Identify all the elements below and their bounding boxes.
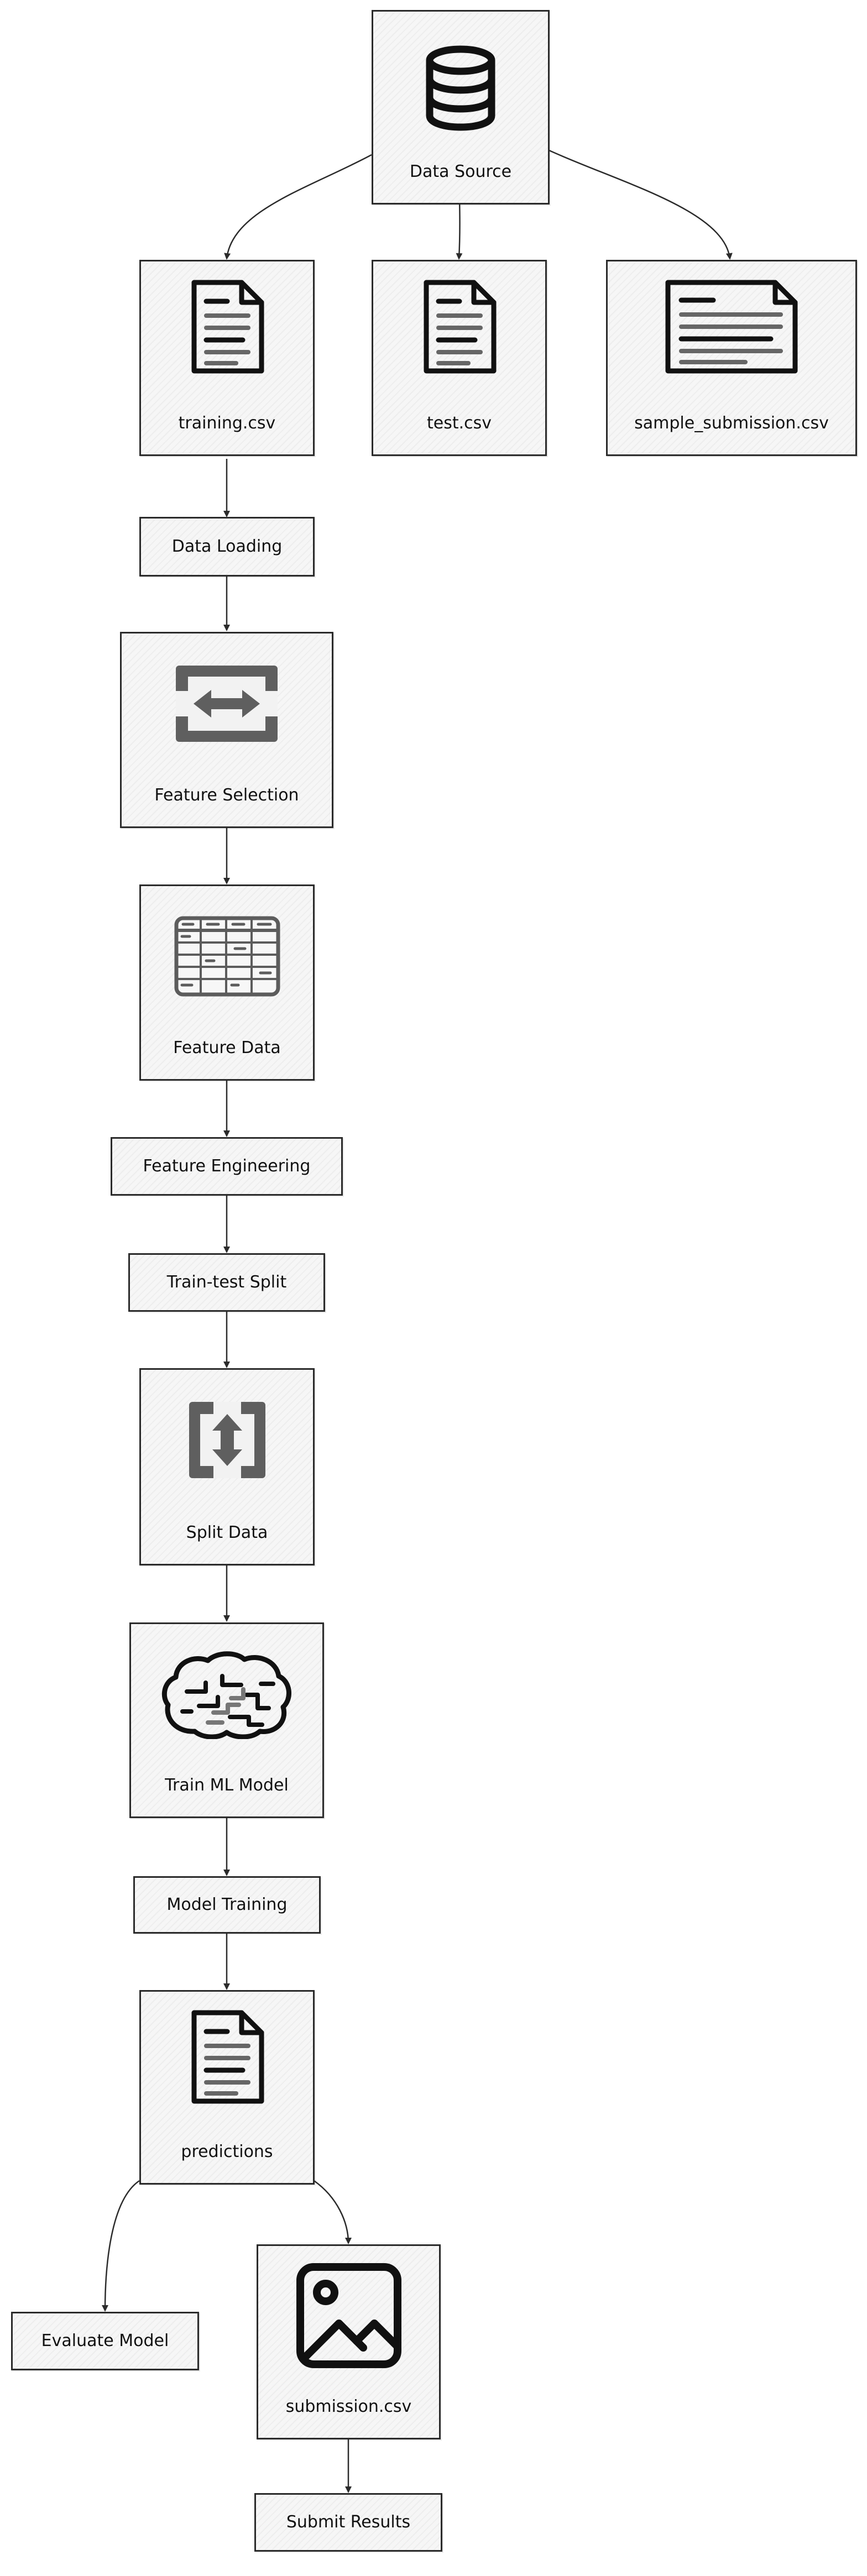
document-icon: [662, 278, 801, 375]
sample-submission-csv-node[interactable]: sample_submission.csv: [606, 260, 857, 456]
train-ml-model-label: Train ML Model: [165, 1776, 289, 1795]
feature-data-label: Feature Data: [173, 1038, 281, 1057]
feature-data-node[interactable]: Feature Data: [139, 884, 315, 1081]
predictions-node[interactable]: predictions: [139, 1990, 315, 2185]
horizontal-arrows-icon: [171, 662, 282, 745]
data-source-node[interactable]: Data Source: [372, 10, 550, 205]
split-data-node[interactable]: Split Data: [139, 1368, 315, 1566]
data-loading-node[interactable]: Data Loading: [139, 517, 315, 577]
image-icon: [295, 2261, 403, 2370]
predictions-label: predictions: [181, 2142, 273, 2161]
submit-results-label: Submit Results: [286, 2512, 411, 2532]
document-icon: [189, 278, 266, 375]
feature-engineering-label: Feature Engineering: [143, 1156, 311, 1176]
submission-csv-node[interactable]: submission.csv: [257, 2244, 441, 2439]
submission-csv-label: submission.csv: [285, 2397, 412, 2416]
test-csv-label: test.csv: [426, 413, 492, 433]
vertical-arrows-icon: [186, 1399, 269, 1481]
edge-predictions-evaluate: [102, 2180, 140, 2312]
edge-datasource-training: [224, 154, 372, 260]
evaluate-model-label: Evaluate Model: [41, 2331, 169, 2350]
feature-selection-label: Feature Selection: [154, 786, 299, 805]
edge-predictions-submission: [314, 2180, 352, 2244]
split-data-label: Split Data: [186, 1523, 268, 1542]
evaluate-model-node[interactable]: Evaluate Model: [11, 2312, 199, 2370]
data-loading-label: Data Loading: [171, 537, 283, 556]
document-icon: [189, 2008, 266, 2106]
train-test-split-node[interactable]: Train-test Split: [128, 1253, 325, 1312]
training-csv-node[interactable]: training.csv: [139, 260, 315, 456]
sample-submission-csv-label: sample_submission.csv: [634, 413, 829, 433]
document-icon: [421, 278, 498, 375]
test-csv-node[interactable]: test.csv: [372, 260, 547, 456]
feature-selection-node[interactable]: Feature Selection: [120, 632, 333, 828]
edge-datasource-sample: [549, 149, 733, 260]
submit-results-node[interactable]: Submit Results: [254, 2493, 442, 2552]
feature-engineering-node[interactable]: Feature Engineering: [111, 1137, 343, 1196]
model-training-node[interactable]: Model Training: [133, 1876, 321, 1934]
table-grid-icon: [173, 915, 281, 998]
brain-icon: [160, 1651, 293, 1739]
train-ml-model-node[interactable]: Train ML Model: [129, 1622, 324, 1818]
training-csv-label: training.csv: [178, 413, 276, 433]
train-test-split-label: Train-test Split: [166, 1273, 287, 1292]
model-training-label: Model Training: [166, 1895, 288, 1914]
data-source-label: Data Source: [409, 162, 512, 181]
database-icon: [422, 44, 499, 132]
